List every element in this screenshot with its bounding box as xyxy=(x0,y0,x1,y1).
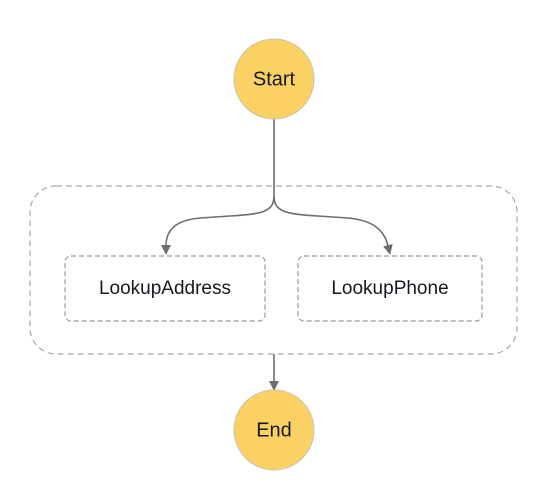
task-lookup-phone[interactable]: LookupPhone xyxy=(297,255,483,322)
task-lookup-phone-label: LookupPhone xyxy=(331,278,448,299)
start-node[interactable]: Start xyxy=(233,38,315,120)
end-node-label: End xyxy=(256,419,292,441)
start-node-label: Start xyxy=(253,68,296,90)
edge-to-lookup-phone xyxy=(273,195,393,255)
end-node[interactable]: End xyxy=(233,389,315,471)
task-lookup-address-label: LookupAddress xyxy=(99,278,231,299)
task-lookup-address[interactable]: LookupAddress xyxy=(64,255,266,322)
parallel-state-container[interactable] xyxy=(29,185,518,355)
edge-to-lookup-address xyxy=(161,195,275,255)
